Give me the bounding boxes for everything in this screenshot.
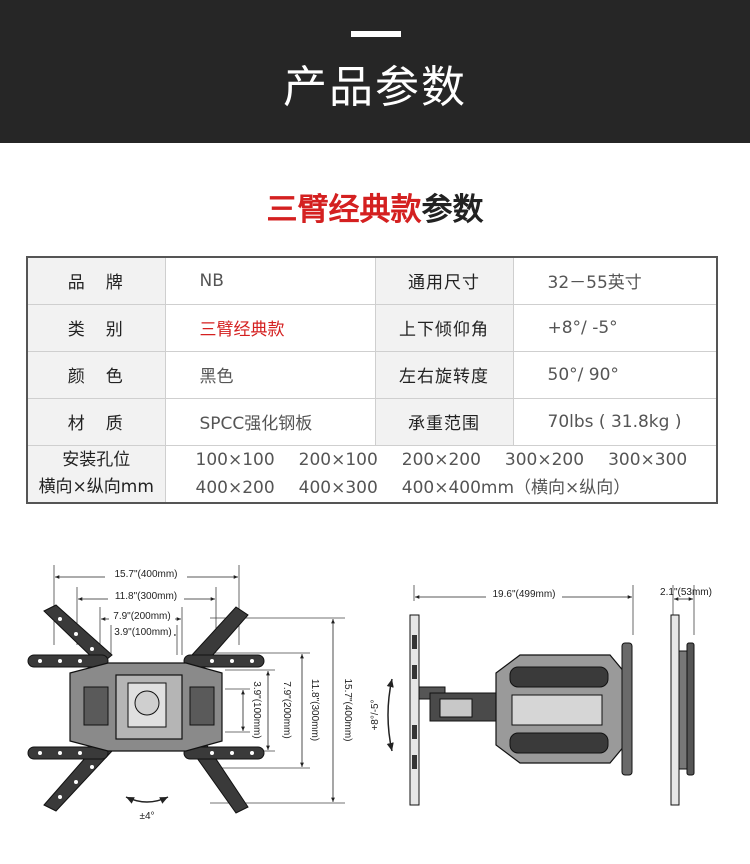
mount-size: 100×100 (195, 449, 275, 470)
mount-size: 200×200 (401, 449, 481, 470)
dim-height-200: 7.9"(200mm) (281, 681, 292, 738)
brand-value: NB (164, 256, 376, 305)
spec-row: 颜 色 黑色 左右旋转度 50°/ 90° (26, 350, 718, 399)
folded-view-drawing: 2.1"(53mm) (660, 585, 712, 806)
color-label: 颜 色 (26, 350, 166, 399)
type-label: 类 别 (26, 303, 166, 352)
material-label: 材 质 (26, 397, 166, 446)
dim-depth: 2.1"(53mm) (660, 587, 712, 598)
spec-row: 类 别 三臂经典款 上下倾仰角 +8°/ -5° (26, 303, 718, 352)
mount-label-line2: 横向×纵向mm (38, 476, 154, 497)
dim-width-100: 3.9"(100mm) (114, 627, 171, 638)
swivel-label: 左右旋转度 (374, 350, 514, 399)
mount-size: 300×300 (608, 449, 688, 470)
type-value: 三臂经典款 (164, 303, 376, 352)
mount-size: 200×100 (298, 449, 378, 470)
dim-height-100: 3.9"(100mm) (251, 681, 262, 738)
mount-size: 400×400mm（横向×纵向） (401, 477, 631, 498)
mount-label-line1: 安装孔位 (62, 449, 131, 470)
section-title: 三臂经典款参数 (0, 188, 750, 232)
section-title-model: 三臂经典款 (266, 192, 422, 228)
dim-width-200: 7.9"(200mm) (113, 611, 170, 622)
dim-width-400: 15.7"(400mm) (114, 569, 177, 580)
swivel-value: 50°/ 90° (512, 350, 718, 399)
spec-table: 品 牌 NB 通用尺寸 32－55英寸 类 别 三臂经典款 上下倾仰角 +8°/… (26, 256, 718, 504)
mount-size: 300×200 (504, 449, 585, 470)
title-accent-bar (351, 31, 401, 37)
mount-size: 400×200 (195, 477, 275, 498)
dim-extension: 19.6"(499mm) (492, 589, 555, 600)
dim-height-400: 15.7"(400mm) (342, 678, 353, 741)
load-label: 承重范围 (374, 397, 514, 446)
mount-holes-values: 100×100 200×100 200×200 300×200 300×300 400×… (164, 444, 718, 503)
front-view-drawing: 15.7"(400mm) 11.8"(300mm) 7.9"(200mm) 3.… (27, 565, 353, 822)
mount-row-1: 100×100 200×100 200×200 300×200 300×300 (196, 446, 717, 474)
header-banner: 产品参数 (0, 0, 750, 143)
side-view-drawing: 19.6"(499mm) +8°/-5° (370, 585, 634, 806)
material-value: SPCC强化钢板 (164, 397, 376, 446)
spec-row: 品 牌 NB 通用尺寸 32－55英寸 (26, 256, 718, 305)
tilt-label: 上下倾仰角 (374, 303, 514, 352)
size-value: 32－55英寸 (512, 256, 718, 305)
color-value: 黑色 (164, 350, 376, 399)
size-label: 通用尺寸 (374, 256, 514, 305)
banner-title: 产品参数 (283, 62, 467, 113)
spec-row: 安装孔位 横向×纵向mm 100×100 200×100 200×200 300×20… (26, 444, 718, 503)
load-value: 70lbs ( 31.8kg ) (512, 397, 718, 446)
dim-tilt: +8°/-5° (370, 699, 381, 730)
mount-row-2: 400×200 400×300 400×400mm（横向×纵向） (196, 474, 717, 502)
dim-width-300: 11.8"(300mm) (115, 591, 177, 602)
dimension-drawings: 15.7"(400mm) 11.8"(300mm) 7.9"(200mm) 3.… (27, 565, 712, 822)
section-title-suffix: 参数 (421, 192, 484, 228)
spec-row: 材 质 SPCC强化钢板 承重范围 70lbs ( 31.8kg ) (26, 397, 718, 446)
dim-rotation: ±4° (139, 811, 154, 822)
mount-size: 400×300 (298, 477, 378, 498)
brand-label: 品 牌 (26, 256, 166, 305)
tilt-value: +8°/ -5° (512, 303, 718, 352)
dim-height-300: 11.8"(300mm) (309, 679, 320, 741)
mount-holes-label: 安装孔位 横向×纵向mm (26, 444, 166, 503)
